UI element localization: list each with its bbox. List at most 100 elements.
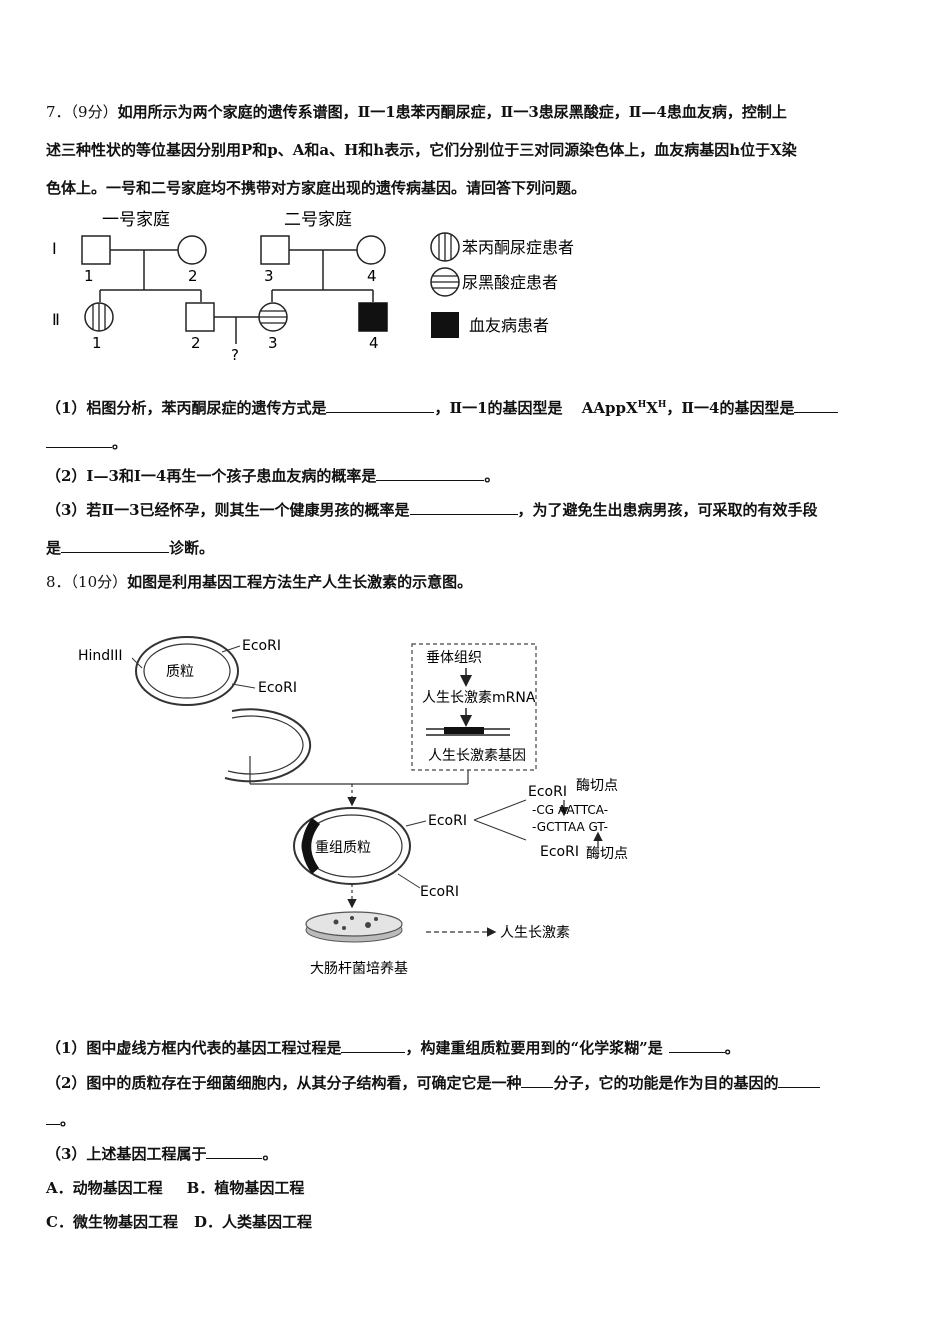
- q7-sub2-text: （2）Ⅰ—3和Ⅰ一4再生一个孩子患血友病的概率是: [46, 467, 377, 485]
- dashed-process-box: [411, 643, 537, 771]
- inserted-gene: [302, 818, 320, 874]
- q7-text2: 述三种性状的等位基因分别用P和p、A和a、H和h表示，它们分别位于三对同源染色体…: [46, 141, 797, 159]
- cut-plasmid-arc: [224, 708, 312, 783]
- i3-male: [260, 235, 290, 265]
- q8-options-row2: C．微生物基因工程 D．人类基因工程: [46, 1212, 312, 1232]
- answer-blank[interactable]: [46, 433, 112, 448]
- family2-label: 二号家庭: [284, 210, 352, 230]
- ecori-label-2: EcoRI: [258, 680, 297, 696]
- ecori-label-6: EcoRI: [540, 844, 579, 860]
- ecori-label-4: EcoRI: [420, 884, 459, 900]
- q7-text1: 如用所示为两个家庭的遗传系谱图，Ⅱ一1患苯丙酮尿症，Ⅱ一3患尿黑酸症，Ⅱ—4患血…: [117, 103, 787, 121]
- ecori-label-1: EcoRI: [242, 638, 281, 654]
- gen1-label: Ⅰ: [52, 239, 57, 258]
- q7-sub1-cont: 。: [46, 433, 127, 453]
- q8-sub2-cont: 。: [46, 1110, 75, 1130]
- q7-text3: 色体上。一号和二号家庭均不携带对方家庭出现的遗传病基因。请回答下列问题。: [46, 179, 587, 197]
- ii2-male: [185, 302, 215, 332]
- ii3-female-alkaptonuria: [258, 302, 288, 332]
- culture-dish: [305, 911, 403, 943]
- q8-sub2-text: （2）图中的质粒存在于细菌细胞内，从其分子结构看，可确定它是一种: [46, 1074, 522, 1092]
- gene-segment: [444, 727, 484, 734]
- i1-male: [81, 235, 111, 265]
- q7-score: （9分）: [70, 103, 118, 121]
- i2-number: 2: [188, 267, 198, 285]
- q7-sub1: （1）梠图分析，苯丙酮尿症的遗传方式是 ，Ⅱ一1的基因型是 AAppXHXH，Ⅱ一…: [46, 395, 839, 418]
- option-a[interactable]: A．动物基因工程: [46, 1179, 163, 1197]
- q8-sub1-text2: ，构建重组质粒要用到的“化学浆糊”是: [405, 1039, 663, 1057]
- ecori-label-5: EcoRI: [528, 784, 567, 800]
- q8-options-row1: A．动物基因工程 B．植物基因工程: [46, 1178, 304, 1198]
- family1-label: 一号家庭: [102, 210, 170, 230]
- ii3-number: 3: [268, 334, 278, 352]
- gene-label: 人生长激素基因: [428, 747, 526, 764]
- genotype: AAppXHXH: [581, 399, 667, 417]
- i4-number: 4: [367, 267, 377, 285]
- q8-score: （10分）: [70, 573, 128, 591]
- i3-number: 3: [264, 267, 274, 285]
- option-b[interactable]: B．植物基因工程: [186, 1179, 305, 1197]
- q7-line3: 色体上。一号和二号家庭均不携带对方家庭出现的遗传病基因。请回答下列问题。: [46, 178, 586, 198]
- product-label: 人生长激素: [500, 924, 570, 941]
- ii4-male-hemophilia: [358, 302, 388, 332]
- answer-blank[interactable]: [521, 1073, 554, 1088]
- mrna-label: 人生长激素mRNA: [422, 689, 536, 706]
- q8-number: 8．: [46, 573, 71, 591]
- option-d[interactable]: D．人类基因工程: [193, 1213, 312, 1231]
- genetic-engineering-diagram: 质粒 HindIII EcoRI EcoRI 垂体组织 人生长激素mRNA 人生…: [78, 636, 628, 977]
- medium-label: 大肠杆菌培养基: [310, 960, 408, 977]
- q8-sub1-text: （1）图中虚线方框内代表的基因工程过程是: [46, 1039, 342, 1057]
- answer-blank[interactable]: [46, 1110, 60, 1125]
- answer-blank[interactable]: [668, 1038, 725, 1053]
- answer-blank[interactable]: [794, 398, 839, 413]
- sequence-bottom: -GCTTAA GT-: [532, 820, 608, 834]
- option-c[interactable]: C．微生物基因工程: [46, 1213, 178, 1231]
- plasmid-label: 质粒: [166, 664, 194, 680]
- answer-blank[interactable]: [326, 398, 435, 413]
- answer-blank[interactable]: [376, 466, 485, 481]
- answer-blank[interactable]: [341, 1038, 406, 1053]
- q7-number: 7．: [46, 103, 71, 121]
- q8-intro: 8．（10分）如图是利用基因工程方法生产人生长激素的示意图。: [46, 572, 472, 592]
- q7-sub3-text: （3）若Ⅱ一3已经怀孕，则其生一个健康男孩的概率是: [46, 501, 410, 519]
- legend-pku-symbol: [430, 232, 460, 262]
- unknown-child-mark: ?: [231, 346, 239, 364]
- recombinant-label: 重组质粒: [315, 840, 371, 856]
- plasmid-ring: [135, 636, 239, 706]
- q7-sub3-cont: 是诊断。: [46, 538, 215, 557]
- q8-sub3: （3）上述基因工程属于。: [46, 1144, 278, 1163]
- legend-alkaptonuria-symbol: [430, 267, 460, 297]
- i4-female: [356, 235, 386, 265]
- legend-pku-label: 苯丙酮尿症患者: [462, 238, 574, 257]
- legend-hemophilia-symbol: [431, 312, 459, 338]
- q8-sub2-text2: 分子，它的功能是作为目的基因的: [553, 1074, 779, 1092]
- ii2-number: 2: [191, 334, 201, 352]
- q7-sub1-text3: ，Ⅱ一4的基因型是: [666, 399, 795, 417]
- legend-hemophilia-label: 血友病患者: [469, 316, 549, 335]
- legend-alkaptonuria-label: 尿黑酸症患者: [462, 273, 558, 292]
- ii1-female-pku: [84, 302, 114, 332]
- q7-sub3-text2: ，为了避免生出患病男孩，可采取的有效手段: [517, 501, 818, 519]
- pedigree-figure: 一号家庭 二号家庭 Ⅰ Ⅱ 1 2 3 4 ? 1 2 3 4: [52, 210, 574, 364]
- q8-sub2: （2）图中的质粒存在于细菌细胞内，从其分子结构看，可确定它是一种 分子，它的功能是…: [46, 1073, 821, 1093]
- i1-number: 1: [84, 267, 94, 285]
- ii1-number: 1: [92, 334, 102, 352]
- cut-site-label-1: 酶切点: [576, 778, 618, 794]
- q7-sub1-text: （1）梠图分析，苯丙酮尿症的遗传方式是: [46, 399, 327, 417]
- pituitary-label: 垂体组织: [426, 650, 482, 666]
- cut-site-label-2: 酶切点: [586, 846, 628, 862]
- ecori-label-3: EcoRI: [428, 813, 467, 829]
- ii4-number: 4: [369, 334, 379, 352]
- i2-female: [177, 235, 207, 265]
- answer-blank[interactable]: [778, 1073, 821, 1088]
- q8-sub3-text: （3）上述基因工程属于: [46, 1145, 207, 1163]
- q7-sub1-text2: ，Ⅱ一1的基因型是: [434, 399, 563, 417]
- answer-blank[interactable]: [206, 1144, 263, 1159]
- answer-blank[interactable]: [61, 538, 170, 553]
- q8-intro-text: 如图是利用基因工程方法生产人生长激素的示意图。: [127, 573, 473, 591]
- hindiii-label: HindIII: [78, 648, 123, 664]
- answer-blank[interactable]: [409, 500, 518, 515]
- q7-sub3: （3）若Ⅱ一3已经怀孕，则其生一个健康男孩的概率是 ，为了避免生出患病男孩，可采取…: [46, 500, 818, 520]
- q8-sub1: （1）图中虚线方框内代表的基因工程过程是，构建重组质粒要用到的“化学浆糊”是。: [46, 1038, 740, 1057]
- gen2-label: Ⅱ: [52, 310, 60, 329]
